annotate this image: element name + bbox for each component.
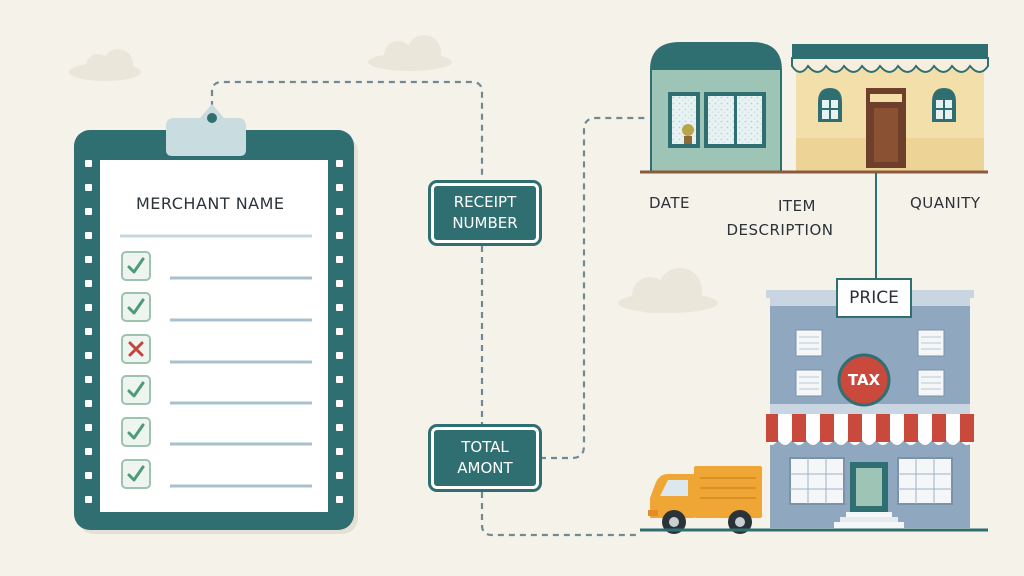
cloud-icon bbox=[368, 35, 452, 71]
check-icon bbox=[121, 459, 151, 489]
check-icon bbox=[121, 417, 151, 447]
cloud-icon bbox=[618, 268, 718, 313]
total-amount-box: TOTAL AMONT bbox=[428, 424, 542, 492]
receipt-number-box: RECEIPT NUMBER bbox=[428, 180, 542, 246]
cloud-icon bbox=[69, 49, 141, 81]
tax-label: TAX bbox=[847, 371, 881, 389]
quantity-label: QUANITY bbox=[910, 194, 981, 212]
receipt-number-line1: RECEIPT bbox=[453, 193, 517, 211]
store-icon bbox=[766, 290, 974, 528]
connector-lines bbox=[210, 80, 648, 537]
check-icon bbox=[121, 292, 151, 322]
price-box: PRICE bbox=[836, 278, 912, 318]
clipboard-icon bbox=[74, 104, 358, 534]
total-amount-line1: TOTAL bbox=[461, 438, 509, 456]
truck-icon bbox=[648, 466, 762, 534]
check-icon bbox=[121, 251, 151, 281]
item-description-line2: DESCRIPTION bbox=[726, 221, 834, 239]
total-amount-line2: AMONT bbox=[457, 459, 513, 477]
receipt-number-line2: NUMBER bbox=[452, 214, 518, 232]
shop-icon bbox=[650, 42, 782, 172]
date-label: DATE bbox=[649, 194, 691, 212]
cross-icon bbox=[121, 334, 151, 364]
merchant-name-label: MERCHANT NAME bbox=[136, 194, 285, 213]
shop-icon bbox=[791, 44, 989, 172]
item-description-line1: ITEM bbox=[777, 197, 816, 215]
item-description-label: ITEM DESCRIPTION bbox=[722, 194, 838, 242]
check-icon bbox=[121, 375, 151, 405]
